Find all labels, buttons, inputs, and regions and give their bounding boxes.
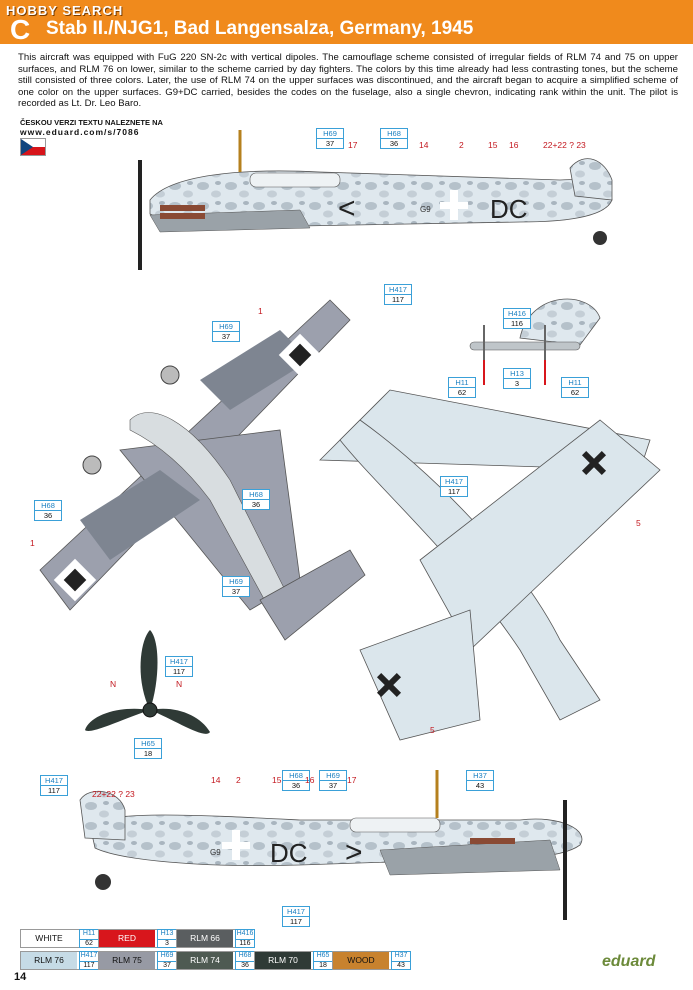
czech-note: ČESKOU VERZI TEXTU NALEZNETE NA bbox=[20, 118, 163, 127]
header-bar: HOBBY SEARCH C Stab II./NJG1, Bad Langen… bbox=[0, 0, 693, 45]
decal-number: 1 bbox=[258, 306, 263, 316]
watermark: HOBBY SEARCH bbox=[6, 3, 124, 18]
code-dc-upper: DC bbox=[490, 194, 528, 224]
decal-number: 2 bbox=[459, 140, 464, 150]
decal-number: 14 bbox=[419, 140, 429, 150]
page-title: Stab II./NJG1, Bad Langensalza, Germany,… bbox=[46, 18, 474, 39]
tail-detail bbox=[469, 298, 601, 385]
decal-number: 17 bbox=[348, 140, 358, 150]
decal-number: 17 bbox=[347, 775, 357, 785]
decal-number: N bbox=[176, 679, 183, 689]
side-view-lower: G9 DC > bbox=[79, 770, 583, 920]
decal-number: 1 bbox=[30, 538, 35, 548]
code-dc-lower: DC bbox=[270, 838, 308, 868]
side-view-upper: < G9 DC bbox=[138, 130, 613, 270]
bottom-view bbox=[319, 389, 661, 741]
decal-number: 16 bbox=[305, 775, 315, 785]
decal-number: 16 bbox=[509, 140, 519, 150]
decal-number: 14 bbox=[211, 775, 221, 785]
scheme-letter: C bbox=[10, 14, 31, 45]
decal-number: 2 bbox=[236, 775, 241, 785]
code-g9-lower: G9 bbox=[210, 848, 221, 857]
decal-number: 15 bbox=[272, 775, 282, 785]
decal-number: 22+22 ? 23 bbox=[543, 140, 586, 150]
brand-logo: eduard bbox=[602, 953, 656, 970]
code-chevron-lower: > bbox=[345, 836, 363, 869]
czech-url[interactable]: www.eduard.com/s/7086 bbox=[20, 127, 140, 137]
decal-number: 5 bbox=[636, 518, 641, 528]
decal-number: N bbox=[110, 679, 117, 689]
propeller-detail bbox=[85, 630, 210, 734]
code-chevron-upper: < bbox=[338, 192, 356, 225]
description-text: This aircraft was equipped with FuG 220 … bbox=[18, 52, 678, 110]
code-g9-upper: G9 bbox=[420, 205, 431, 214]
decal-number: 15 bbox=[488, 140, 498, 150]
czech-flag-icon bbox=[20, 138, 46, 156]
top-view bbox=[39, 299, 366, 641]
decal-number: 22+22 ? 23 bbox=[92, 789, 135, 799]
page-number: 14 bbox=[14, 971, 27, 983]
decal-number: 5 bbox=[430, 725, 435, 735]
